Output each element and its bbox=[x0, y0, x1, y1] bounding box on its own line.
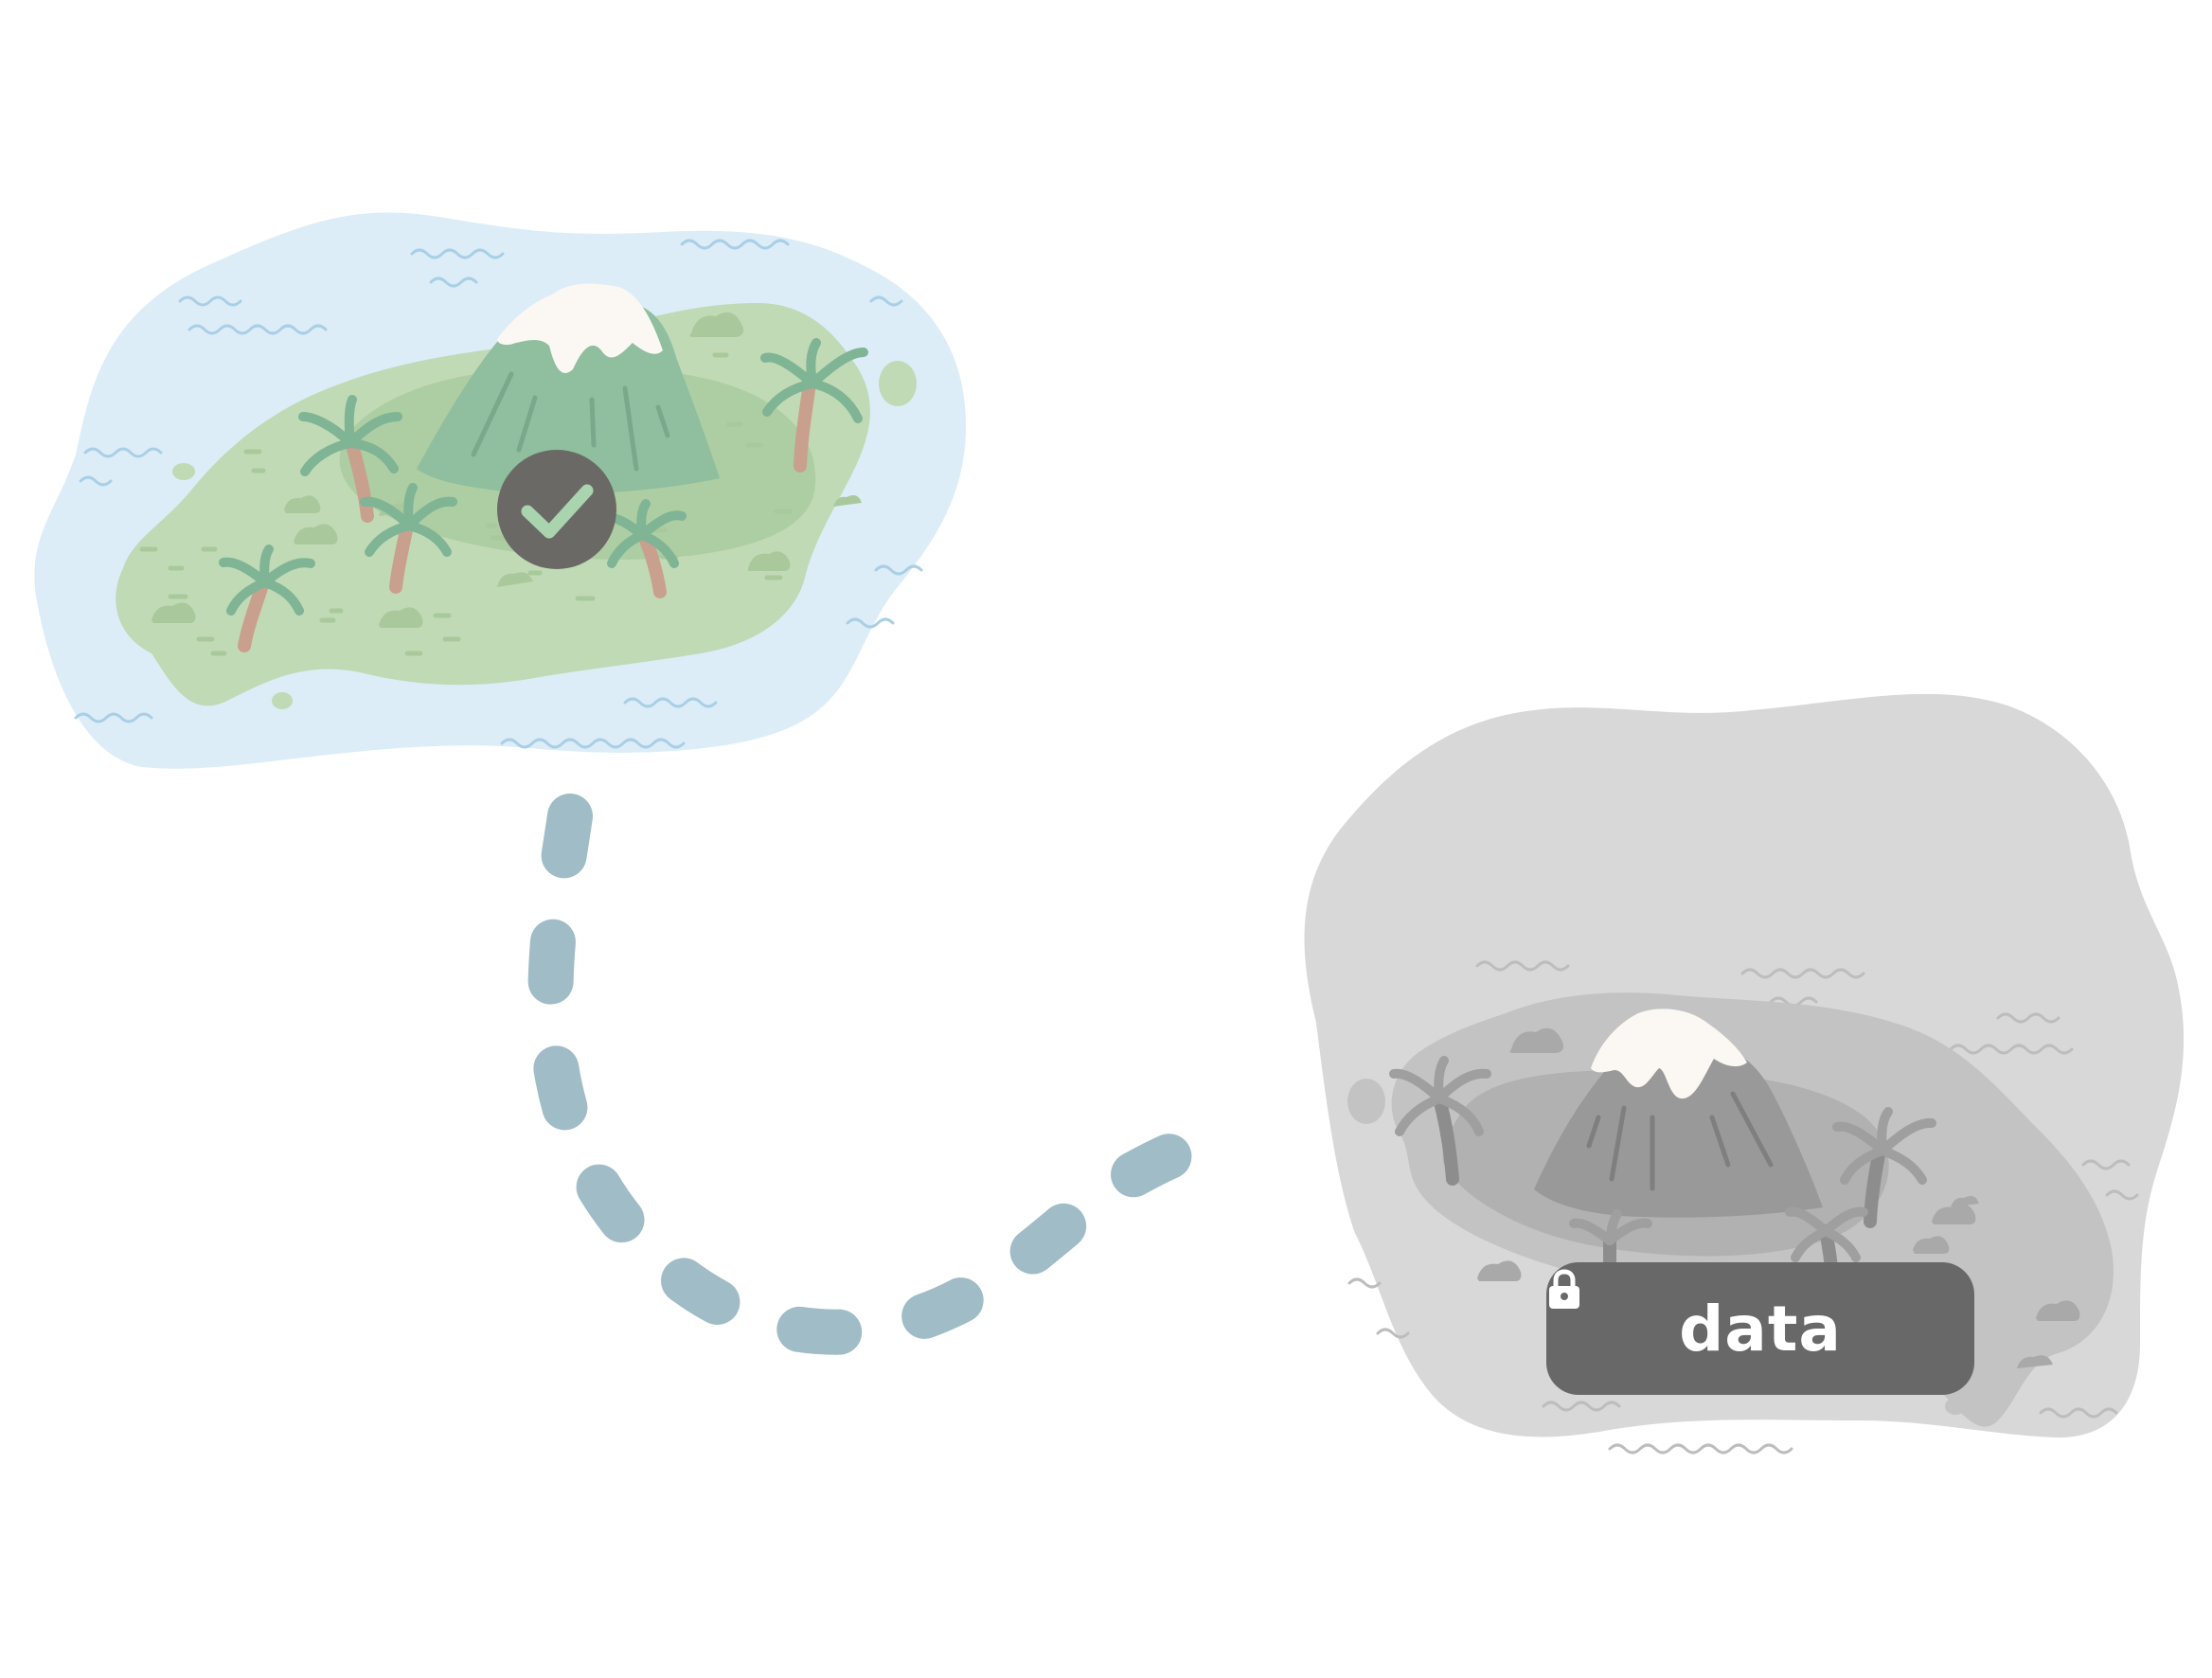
palm-tree-locked bbox=[1785, 1206, 1868, 1285]
bushes bbox=[152, 312, 862, 628]
sea-waves bbox=[74, 239, 923, 749]
grass-dashes bbox=[139, 352, 793, 656]
islets bbox=[172, 361, 917, 709]
sea-waves-locked bbox=[1347, 960, 2139, 1455]
palm-tree bbox=[360, 483, 457, 594]
locked-island[interactable] bbox=[1304, 693, 2185, 1455]
palm-tree bbox=[219, 544, 315, 652]
locked-label-text: data bbox=[1679, 1292, 1842, 1366]
check-badge bbox=[497, 450, 616, 569]
dashed-path bbox=[527, 794, 1273, 1355]
palm-tree bbox=[601, 499, 687, 598]
unlocked-island[interactable] bbox=[34, 212, 967, 769]
palm-tree-locked bbox=[1832, 1107, 1936, 1228]
palm-tree bbox=[760, 338, 868, 473]
mountain-locked bbox=[1534, 1009, 1823, 1218]
check-icon bbox=[521, 484, 594, 539]
mountain bbox=[417, 283, 720, 494]
palm-tree bbox=[298, 395, 402, 523]
palm-tree-locked bbox=[1389, 1056, 1491, 1186]
bushes-locked bbox=[1477, 1027, 2080, 1368]
islets-locked bbox=[1347, 1079, 2060, 1415]
lock-icon bbox=[1549, 1269, 1579, 1309]
locked-data-label[interactable]: data bbox=[1546, 1262, 1974, 1395]
